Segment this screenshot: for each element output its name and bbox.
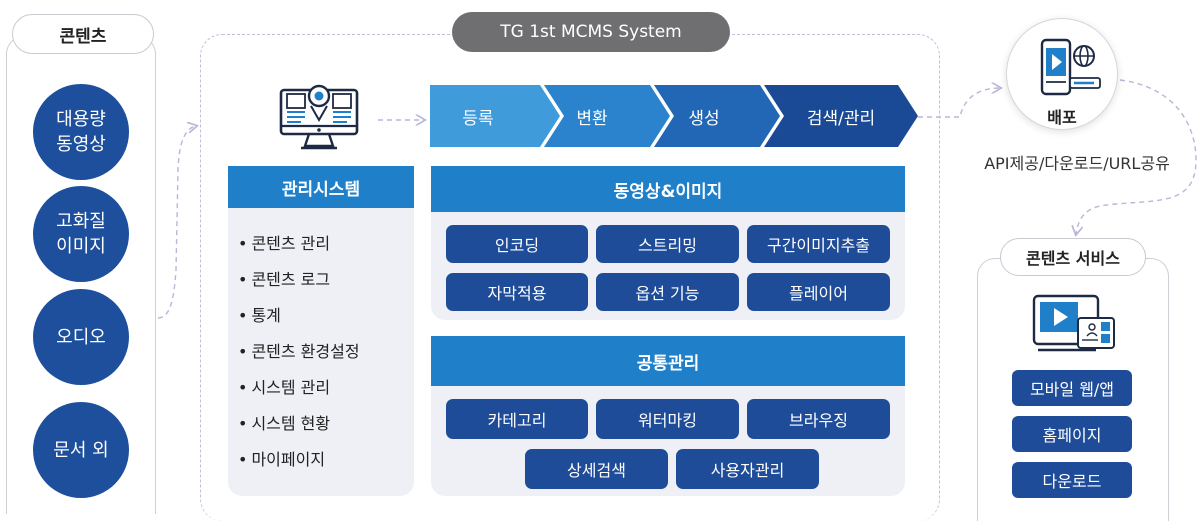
streaming-button: 스트리밍: [596, 225, 739, 263]
phone-globe-icon: [1040, 38, 1101, 96]
management-system-icon: [279, 84, 359, 150]
list-item: 통계: [238, 298, 360, 334]
mobile-web-app-button: 모바일 웹/앱: [1012, 370, 1132, 406]
step-label-2: 변환: [576, 109, 608, 129]
step-label-3: 생성: [688, 109, 720, 129]
list-item: 콘텐츠 환경설정: [238, 334, 359, 370]
service-title: 콘텐츠 서비스: [1000, 238, 1146, 276]
list-item: 시스템 현황: [238, 406, 360, 442]
step-label-4: 검색/관리: [806, 109, 876, 129]
step-search: [764, 85, 918, 147]
content-document: 문서 외: [33, 402, 129, 498]
system-title: TG 1st MCMS System: [452, 12, 730, 52]
frame-extract-button: 구간이미지추출: [747, 225, 890, 263]
subtitle-button: 자막적용: [446, 273, 588, 311]
homepage-button: 홈페이지: [1012, 416, 1132, 452]
browsing-button: 브라우징: [747, 399, 890, 439]
option-button: 옵션 기능: [596, 273, 739, 311]
deploy-caption: API제공/다운로드/URL공유: [984, 154, 1170, 173]
list-item: 시스템 관리: [238, 370, 360, 406]
step-label-1: 등록: [462, 109, 494, 129]
contents-title: 콘텐츠: [12, 14, 154, 54]
step-register: [430, 85, 560, 147]
devices-icon: [1032, 294, 1115, 352]
media-header: 동영상&이미지: [431, 166, 905, 212]
step-generate: [654, 85, 780, 147]
download-button: 다운로드: [1012, 462, 1132, 498]
category-button: 카테고리: [446, 399, 588, 439]
content-audio: 오디오: [33, 289, 129, 385]
watermark-button: 워터마킹: [596, 399, 739, 439]
player-button: 플레이어: [747, 273, 890, 311]
management-list: 콘텐츠 관리 콘텐츠 로그 통계 콘텐츠 환경설정 시스템 관리 시스템 현황 …: [238, 226, 360, 478]
encoding-button: 인코딩: [446, 225, 588, 263]
deploy-label: 배포: [1047, 108, 1077, 127]
detail-search-button: 상세검색: [525, 449, 668, 489]
step-convert: [544, 85, 670, 147]
list-item: 콘텐츠 관리: [238, 226, 360, 262]
user-manage-button: 사용자관리: [676, 449, 819, 489]
list-item: 콘텐츠 로그: [238, 262, 360, 298]
list-item: 마이페이지: [238, 442, 360, 478]
common-header: 공통관리: [431, 336, 905, 386]
management-header: 관리시스템: [228, 166, 414, 208]
process-steps: [430, 85, 918, 147]
